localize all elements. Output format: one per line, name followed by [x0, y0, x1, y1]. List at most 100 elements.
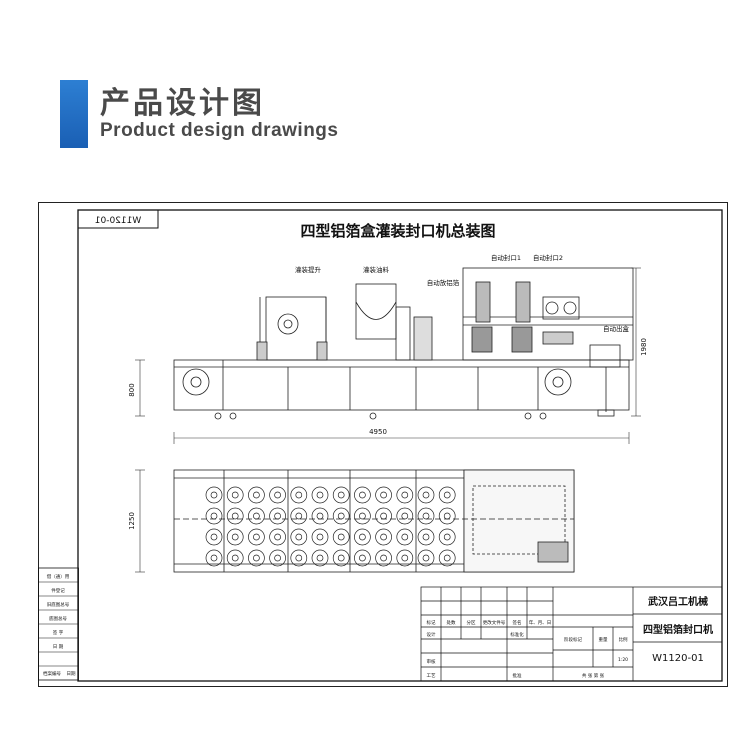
left-table-row-5: 签 字 — [53, 629, 64, 636]
left-table-row-3: 旧底图总号 — [47, 601, 70, 608]
tray-cup — [438, 507, 456, 525]
label-filling: 灌装油料 — [363, 265, 390, 274]
tray-cup — [438, 486, 456, 504]
header-accent-bar — [60, 80, 88, 148]
left-table-row-8: 日期 — [67, 671, 76, 677]
tray-cup — [226, 528, 244, 546]
front-view — [173, 267, 634, 420]
tray-cup-center — [231, 554, 239, 562]
tray-cup — [417, 528, 435, 546]
page-subtitle: Product design drawings — [100, 120, 339, 141]
tray-cup-center — [359, 491, 366, 499]
tray-cup-center — [210, 533, 218, 541]
tray-cup-center — [443, 512, 451, 520]
drawing-title: 四型铝箔盒灌装封口机总装图 — [300, 222, 495, 240]
tb-stage-mark: 阶段标记 — [564, 636, 582, 643]
title-block-company: 武汉吕工机械 — [648, 595, 708, 608]
tray-cup-center — [316, 533, 324, 541]
page-title: 产品设计图 — [100, 86, 265, 121]
tray-cup — [269, 549, 286, 567]
tray-cup-center — [295, 533, 303, 541]
tb-scale: 比例 — [619, 636, 628, 643]
tray-cup — [290, 486, 308, 504]
tray-cup — [205, 486, 223, 504]
tray-cup-center — [295, 491, 303, 499]
drawing-inner-frame — [77, 209, 723, 682]
tb-sign: 签名 — [513, 619, 522, 626]
tray-cup — [311, 528, 329, 546]
tray-cup — [354, 507, 371, 525]
tray-cup-center — [401, 554, 409, 562]
tb-date: 年、月、日 — [529, 619, 552, 626]
tray-cup-center — [316, 512, 324, 520]
tray-cup-center — [274, 512, 281, 520]
tray-cup — [375, 528, 392, 546]
tray-cup-center — [359, 533, 366, 541]
tray-cup-center — [337, 491, 345, 499]
tray-cup-center — [274, 554, 281, 562]
tb-approve: 批准 — [513, 672, 522, 679]
tray-cup-center — [401, 512, 409, 520]
code-box — [77, 209, 159, 229]
tray-cup — [311, 486, 329, 504]
tray-cup-center — [401, 533, 409, 541]
tray-cup — [354, 486, 371, 504]
tray-cup — [269, 507, 286, 525]
tray-cup — [205, 528, 223, 546]
tb-weight: 重量 — [599, 636, 608, 643]
dim-width: 1250 — [128, 512, 136, 530]
tray-cup — [354, 528, 371, 546]
left-revision-table: 借（通）用 件登记 旧底图总号 底图总号 签 字 日 期 档案编号 日期 — [38, 567, 79, 681]
tray-cup — [311, 549, 329, 567]
tray-cup — [269, 486, 286, 504]
tray-cup — [248, 528, 265, 546]
tb-design: 设计 — [427, 631, 436, 638]
tray-cup-center — [274, 491, 281, 499]
label-auto-out: 自动出盒 — [603, 324, 630, 333]
left-table-row-2: 件登记 — [51, 587, 65, 594]
tray-cup-center — [253, 491, 260, 499]
tray-cup — [354, 549, 371, 567]
left-table-row-4: 底图总号 — [49, 615, 67, 622]
tray-cup-center — [295, 512, 303, 520]
tray-cup-center — [380, 512, 387, 520]
tb-marks: 标记 — [427, 619, 436, 626]
tray-cup-center — [337, 533, 345, 541]
label-auto-foil: 自动放铝箔 — [427, 278, 460, 287]
tray-cup-center — [359, 554, 366, 562]
tray-cup — [290, 507, 308, 525]
tray-cup — [290, 528, 308, 546]
title-block-code: W1120-01 — [652, 653, 704, 664]
tray-cup-center — [231, 491, 239, 499]
drawing-outer-frame — [38, 202, 728, 687]
tray-cup — [396, 549, 414, 567]
tb-process: 工艺 — [427, 673, 436, 679]
tray-cup-center — [401, 491, 409, 499]
code-mirrored: W1120-01 — [95, 216, 142, 226]
tray-cup — [332, 507, 350, 525]
tray-cup-center — [359, 512, 366, 520]
tray-cup-center — [253, 554, 260, 562]
tray-cup-center — [380, 533, 387, 541]
tb-scale-value: 1:20 — [618, 657, 628, 663]
dimension-lines-front — [135, 267, 641, 444]
tray-cup-center — [422, 554, 430, 562]
tray-cup — [438, 549, 456, 567]
dim-height-left: 800 — [128, 383, 136, 396]
tray-cup-center — [422, 533, 430, 541]
tray-cup — [332, 486, 350, 504]
tray-cup — [375, 507, 392, 525]
tb-standard: 标准化 — [510, 631, 524, 638]
tray-cup-center — [443, 533, 451, 541]
tray-cup-center — [422, 491, 430, 499]
tray-cup — [396, 486, 414, 504]
left-table-row-1: 借（通）用 — [47, 573, 70, 580]
tray-cup — [205, 549, 223, 567]
title-block-product: 四型铝箔封口机 — [643, 623, 713, 636]
label-box-lifting: 灌装提升 — [295, 265, 322, 274]
tray-cup — [438, 528, 456, 546]
tray-cup-center — [422, 512, 430, 520]
tray-cup — [248, 486, 265, 504]
tray-cup-center — [231, 512, 239, 520]
tb-review: 审核 — [427, 658, 436, 665]
